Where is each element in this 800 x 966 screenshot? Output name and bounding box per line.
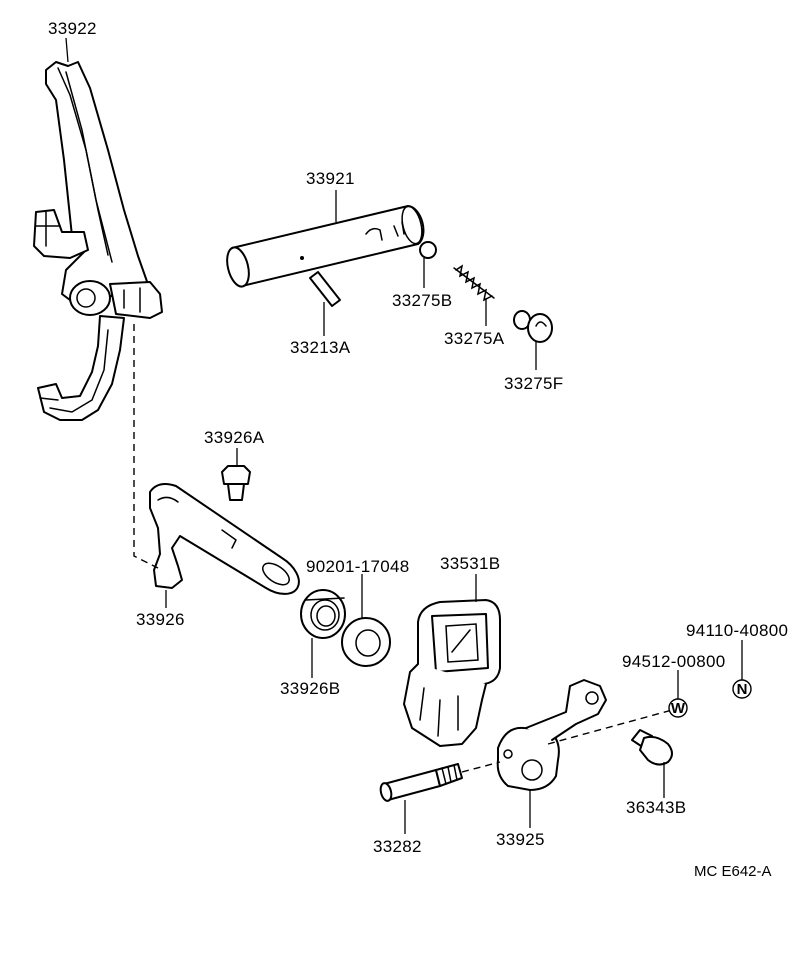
stud-33282 <box>379 763 463 802</box>
label-33282: 33282 <box>373 837 422 856</box>
shift-lever-33925 <box>496 679 607 791</box>
alignment-line-lever <box>461 709 673 773</box>
label-90201-17048: 90201-17048 <box>306 557 410 576</box>
label-33531B: 33531B <box>440 554 500 573</box>
shift-shaft-33921 <box>226 205 425 288</box>
label-33275B: 33275B <box>392 291 452 310</box>
label-36343B: 36343B <box>626 798 686 817</box>
drawing-code: MC E642-A <box>694 863 772 880</box>
boot-33531B <box>403 599 501 747</box>
washer-90201-17048 <box>341 617 391 667</box>
detent-ball-33275B <box>419 241 437 259</box>
washer-symbol: W <box>668 698 688 718</box>
bearing-33926B <box>300 589 346 639</box>
label-33921: 33921 <box>306 169 355 188</box>
label-33926: 33926 <box>136 610 185 629</box>
label-94110-40800: 94110-40800 <box>686 621 788 640</box>
part-labels: 33922 33921 33275B 33275A 33275F 33213A … <box>48 19 788 880</box>
label-33275A: 33275A <box>444 329 505 348</box>
select-lever-shaft-33926 <box>149 483 300 595</box>
nut-symbol: N <box>732 679 752 699</box>
alignment-line-fork-lever <box>133 324 159 569</box>
bolt-33926A <box>221 465 251 501</box>
label-33926A: 33926A <box>204 428 265 447</box>
nut-symbol-letter: N <box>737 681 748 698</box>
label-33275F: 33275F <box>504 374 563 393</box>
leader-lines <box>65 37 743 834</box>
pin-cap-36343B <box>631 729 673 766</box>
label-94512-00800: 94512-00800 <box>622 652 726 671</box>
label-33925: 33925 <box>496 830 545 849</box>
label-33213A: 33213A <box>290 338 351 357</box>
detent-spring-33275A <box>453 264 495 302</box>
label-33926B: 33926B <box>280 679 340 698</box>
screw-plug-33275F <box>513 310 553 343</box>
washer-symbol-letter: W <box>671 700 686 717</box>
label-33922: 33922 <box>48 19 97 38</box>
shift-fork-33922 <box>33 61 163 421</box>
spring-pin-33213A <box>309 271 341 307</box>
